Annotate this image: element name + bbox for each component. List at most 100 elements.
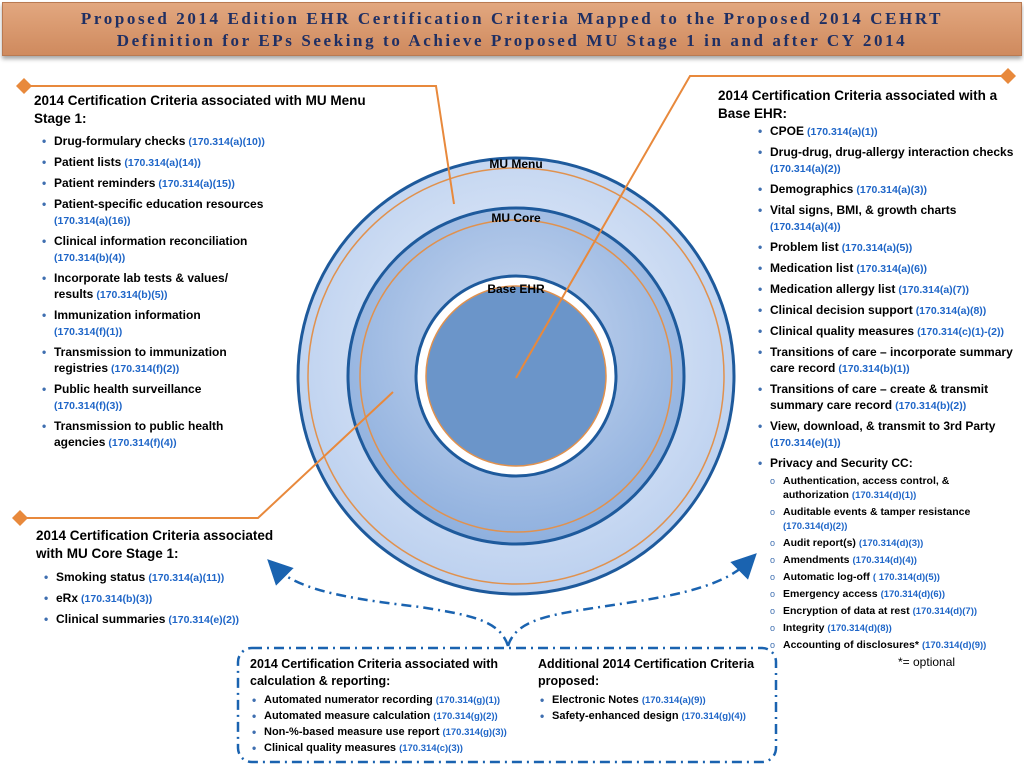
ring-label-base-ehr: Base EHR <box>487 282 545 296</box>
list-item: Incorporate lab tests & values/ results(… <box>40 270 239 303</box>
criteria-code: (170.314(b)(4)) <box>54 252 126 264</box>
sublist-item: Emergency access(170.314(d)(6)) <box>770 587 1018 602</box>
list-item: Automated numerator recording(170.314(g)… <box>250 693 530 708</box>
list-item: Transitions of care – create & transmit … <box>756 381 1000 414</box>
criteria-code: (170.314(a)(15)) <box>158 178 235 190</box>
optional-note: *= optional <box>898 655 956 669</box>
criteria-code: ( 170.314(d)(5)) <box>872 572 940 583</box>
list-item: Clinical quality measures(170.314(c)(3)) <box>250 741 530 756</box>
list-item: Clinical decision support(170.314(a)(8)) <box>756 302 1018 319</box>
criteria-code: (170.314(e)(2)) <box>168 614 240 626</box>
criteria-code: (170.314(d)(3)) <box>858 538 924 549</box>
list-item: Immunization information(170.314(f)(1)) <box>40 307 280 340</box>
calc-reporting-column: 2014 Certification Criteria associated w… <box>250 656 530 757</box>
criteria-code: (170.314(g)(4)) <box>681 711 746 722</box>
criteria-code: (170.314(a)(5)) <box>841 242 913 254</box>
menu-heading: 2014 Certification Criteria associated w… <box>34 93 366 126</box>
sublist-item: Auditable events & tamper resistance(170… <box>770 505 1018 534</box>
dashed-connector-right <box>506 553 757 647</box>
sublist-item: Authentication, access control, & author… <box>770 474 983 503</box>
criteria-code: (170.314(f)(3)) <box>54 400 123 412</box>
criteria-code: (170.314(a)(6)) <box>856 263 927 275</box>
sublist-item: Audit report(s)(170.314(d)(3)) <box>770 536 1018 551</box>
connector-core <box>12 391 394 526</box>
bottom-criteria-box: 2014 Certification Criteria associated w… <box>240 650 774 762</box>
criteria-code: (170.314(a)(11)) <box>148 572 225 584</box>
calc-heading: 2014 Certification Criteria associated w… <box>250 657 499 688</box>
criteria-code: (170.314(b)(2)) <box>895 400 967 412</box>
additional-list: Electronic Notes(170.314(a)(9)) Safety-e… <box>538 693 772 724</box>
list-item: Drug-drug, drug-allergy interaction chec… <box>756 144 1018 177</box>
criteria-code: (170.314(a)(8)) <box>915 305 987 317</box>
criteria-code: (170.314(a)(7)) <box>898 284 969 296</box>
criteria-code: (170.314(a)(10)) <box>188 136 265 148</box>
menu-list: Drug-formulary checks(170.314(a)(10)) Pa… <box>40 133 280 451</box>
connector-base <box>515 68 1016 379</box>
ring-mu-core-inner-edge <box>359 219 673 533</box>
criteria-code: (170.314(d)(6)) <box>880 589 945 600</box>
criteria-code: (170.314(d)(9)) <box>921 640 987 651</box>
calc-list: Automated numerator recording(170.314(g)… <box>250 693 530 756</box>
list-item: Non-%-based measure use report(170.314(g… <box>250 725 530 740</box>
criteria-code: (170.314(b)(5)) <box>96 289 168 301</box>
criteria-code: (170.314(e)(1)) <box>770 437 841 449</box>
sublist-item: Encryption of data at rest(170.314(d)(7)… <box>770 604 1018 619</box>
criteria-code: (170.314(c)(3)) <box>399 743 463 754</box>
criteria-code: (170.314(d)(2)) <box>783 521 848 532</box>
base-criteria-block: 2014 Certification Criteria associated w… <box>718 87 1018 657</box>
base-list: CPOE(170.314(a)(1)) Drug-drug, drug-alle… <box>756 123 1018 653</box>
list-item: Drug-formulary checks(170.314(a)(10)) <box>40 133 280 150</box>
list-item: Automated measure calculation(170.314(g)… <box>250 709 530 724</box>
list-item: Patient lists(170.314(a)(14)) <box>40 154 280 171</box>
menu-criteria-block: 2014 Certification Criteria associated w… <box>34 92 404 455</box>
list-item: Medication allergy list(170.314(a)(7)) <box>756 281 1018 298</box>
list-item: Electronic Notes(170.314(a)(9)) <box>538 693 772 708</box>
list-item: CPOE(170.314(a)(1)) <box>756 123 1018 140</box>
sublist-item: Automatic log-off( 170.314(d)(5)) <box>770 570 1018 585</box>
sublist-item: Amendments(170.314(d)(4)) <box>770 553 1018 568</box>
base-heading: 2014 Certification Criteria associated w… <box>718 88 998 121</box>
criteria-code: (170.314(a)(9)) <box>641 695 706 706</box>
sublist-item: Accounting of disclosures*(170.314(d)(9)… <box>770 638 1018 653</box>
list-item: Patient-specific education resources(170… <box>40 196 280 229</box>
list-item: Transmission to public health agencies(1… <box>40 418 254 451</box>
criteria-code: (170.314(f)(2)) <box>111 363 180 375</box>
ring-label-mu-core: MU Core <box>491 211 541 225</box>
privacy-sublist: Authentication, access control, & author… <box>770 474 1018 653</box>
criteria-code: (170.314(f)(1)) <box>54 326 123 338</box>
list-item: Vital signs, BMI, & growth charts(170.31… <box>756 202 1018 235</box>
criteria-code: (170.314(b)(1)) <box>838 363 910 375</box>
criteria-code: (170.314(a)(16)) <box>54 215 131 227</box>
title-line-1: Proposed 2014 Edition EHR Certification … <box>80 9 944 28</box>
criteria-code: (170.314(a)(1)) <box>807 126 878 138</box>
list-item: Problem list(170.314(a)(5)) <box>756 239 1018 256</box>
connector-menu <box>16 78 455 205</box>
criteria-code: (170.314(a)(4)) <box>770 221 841 233</box>
criteria-code: (170.314(a)(14)) <box>124 157 201 169</box>
list-item: Medication list(170.314(a)(6)) <box>756 260 1018 277</box>
criteria-code: (170.314(f)(4)) <box>108 437 177 449</box>
criteria-code: (170.314(d)(1)) <box>851 490 917 501</box>
list-item: Demographics(170.314(a)(3)) <box>756 181 1018 198</box>
criteria-code: (170.314(d)(7)) <box>912 606 978 617</box>
list-item: Patient reminders(170.314(a)(15)) <box>40 175 280 192</box>
list-item: Clinical quality measures(170.314(c)(1)-… <box>756 323 1018 340</box>
criteria-code: (170.314(d)(8)) <box>827 623 892 634</box>
additional-heading: Additional 2014 Certification Criteria p… <box>538 657 755 688</box>
list-item: Clinical summaries(170.314(e)(2)) <box>42 611 286 628</box>
list-item: eRx(170.314(b)(3)) <box>42 590 286 607</box>
criteria-code: (170.314(g)(1)) <box>435 695 501 706</box>
sublist-item: Integrity(170.314(d)(8)) <box>770 621 1018 636</box>
core-heading: 2014 Certification Criteria associated w… <box>36 528 274 561</box>
list-item: Smoking status(170.314(a)(11)) <box>42 569 286 586</box>
list-item: Transitions of care – incorporate summar… <box>756 344 1018 377</box>
criteria-code: (170.314(g)(2)) <box>433 711 498 722</box>
list-item: View, download, & transmit to 3rd Party(… <box>756 418 1018 451</box>
list-item: Safety-enhanced design(170.314(g)(4)) <box>538 709 772 724</box>
criteria-code: (170.314(b)(3)) <box>81 593 153 605</box>
list-item: Public health surveillance(170.314(f)(3)… <box>40 381 280 414</box>
criteria-code: (170.314(g)(3)) <box>442 727 507 738</box>
list-item-privacy: Privacy and Security CC: Authentication,… <box>756 455 1018 653</box>
core-criteria-block: 2014 Certification Criteria associated w… <box>36 527 286 632</box>
